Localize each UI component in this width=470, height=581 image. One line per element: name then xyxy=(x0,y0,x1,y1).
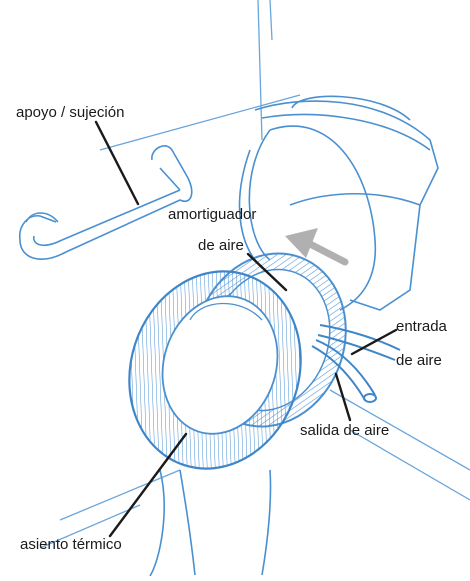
grab-bar xyxy=(20,146,192,259)
label-air-cushion-line1: amortiguador xyxy=(168,206,256,224)
toilet-bowl xyxy=(150,470,271,576)
label-air-inlet-line1: entrada xyxy=(396,318,447,336)
label-air-outlet: salida de aire xyxy=(300,422,389,440)
leader-air-outlet xyxy=(336,374,350,420)
label-heated-seat: asiento térmico xyxy=(20,536,122,554)
label-air-inlet-line2: de aire xyxy=(396,352,442,370)
label-grab-bar: apoyo / sujeción xyxy=(16,104,124,122)
leader-heated-seat xyxy=(110,434,186,536)
label-air-cushion-line2: de aire xyxy=(198,237,244,255)
leader-grab-bar xyxy=(96,122,138,204)
